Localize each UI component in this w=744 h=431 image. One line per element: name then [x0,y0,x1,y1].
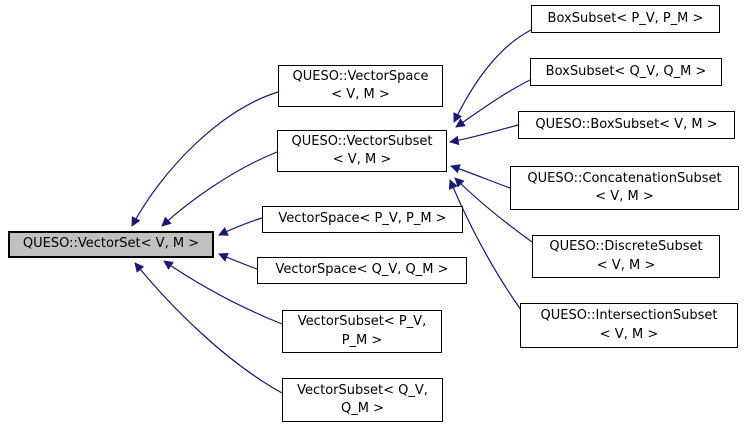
edge-queso-boxsubset-to-vectorsubset [449,124,519,146]
class-label: VectorSubset< Q_V, [297,382,428,398]
edge-queso-vectorsubset-to-vectorset [161,151,278,227]
class-label: QUESO::VectorSpace [292,68,429,84]
class-label: QUESO::DiscreteSubset [549,239,703,255]
class-label: QUESO::BoxSubset< V, M > [535,116,718,132]
class-label: < V, M > [595,189,654,204]
edge-vectorsubset-pv-pm-to-vectorset [163,260,283,325]
edge-queso-vectorspace-to-vectorset [131,91,279,227]
class-label: BoxSubset< P_V, P_M > [547,10,704,26]
class-node-queso-vectorset[interactable]: QUESO::VectorSet< V, M > [8,231,214,258]
class-label: < V, M > [331,87,390,102]
class-node-queso-vectorsubset[interactable]: QUESO::VectorSubset < V, M > [277,130,447,172]
class-label: < V, M > [599,326,659,342]
class-label: QUESO::IntersectionSubset [540,308,718,324]
class-label: P_M > [341,332,383,348]
class-label: BoxSubset< Q_V, Q_M > [545,63,707,79]
edge-vectorsubset-qv-qm-to-vectorset [134,262,283,394]
class-node-queso-intersectionsubset[interactable]: QUESO::IntersectionSubset < V, M > [520,303,738,348]
class-node-vectorspace-qv-qm[interactable]: VectorSpace< Q_V, Q_M > [257,257,467,284]
class-node-vectorspace-pv-pm[interactable]: VectorSpace< P_V, P_M > [262,206,463,233]
edge-vectorspace-qv-qm-to-vectorset [218,252,258,270]
class-label: Q_M > [341,401,384,416]
class-node-boxsubset-pv-pm[interactable]: BoxSubset< P_V, P_M > [531,5,720,33]
edge-queso-discretesubset-to-vectorsubset [454,177,533,243]
class-node-vectorsubset-qv-qm[interactable]: VectorSubset< Q_V, Q_M > [282,378,443,422]
class-label: VectorSubset< P_V, [297,314,427,330]
class-label: VectorSpace< Q_V, Q_M > [275,262,449,278]
class-label: QUESO::VectorSet< V, M > [22,236,200,252]
class-node-queso-vectorspace[interactable]: QUESO::VectorSpace < V, M > [278,65,443,107]
class-node-queso-concatenationsubset[interactable]: QUESO::ConcatenationSubset < V, M > [510,166,739,210]
edge-queso-concatenationsubset-to-vectorsubset [450,164,511,189]
class-node-boxsubset-qv-qm[interactable]: BoxSubset< Q_V, Q_M > [530,58,722,86]
class-label: VectorSpace< P_V, P_M > [278,211,447,227]
class-label: QUESO::VectorSubset [291,133,433,149]
edge-boxsubset-qv-qm-to-vectorsubset [455,79,531,128]
class-node-queso-discretesubset[interactable]: QUESO::DiscreteSubset < V, M > [532,235,720,278]
edge-queso-intersectionsubset-to-vectorsubset [448,179,522,311]
class-label: QUESO::ConcatenationSubset [527,170,722,186]
edge-vectorspace-pv-pm-to-vectorset [218,217,263,236]
class-label: < V, M > [596,257,656,273]
edge-boxsubset-pv-pm-to-vectorsubset [453,29,532,123]
class-node-queso-boxsubset[interactable]: QUESO::BoxSubset< V, M > [518,111,735,139]
class-label: < V, M > [332,152,392,167]
class-node-vectorsubset-pv-pm[interactable]: VectorSubset< P_V, P_M > [282,310,442,353]
